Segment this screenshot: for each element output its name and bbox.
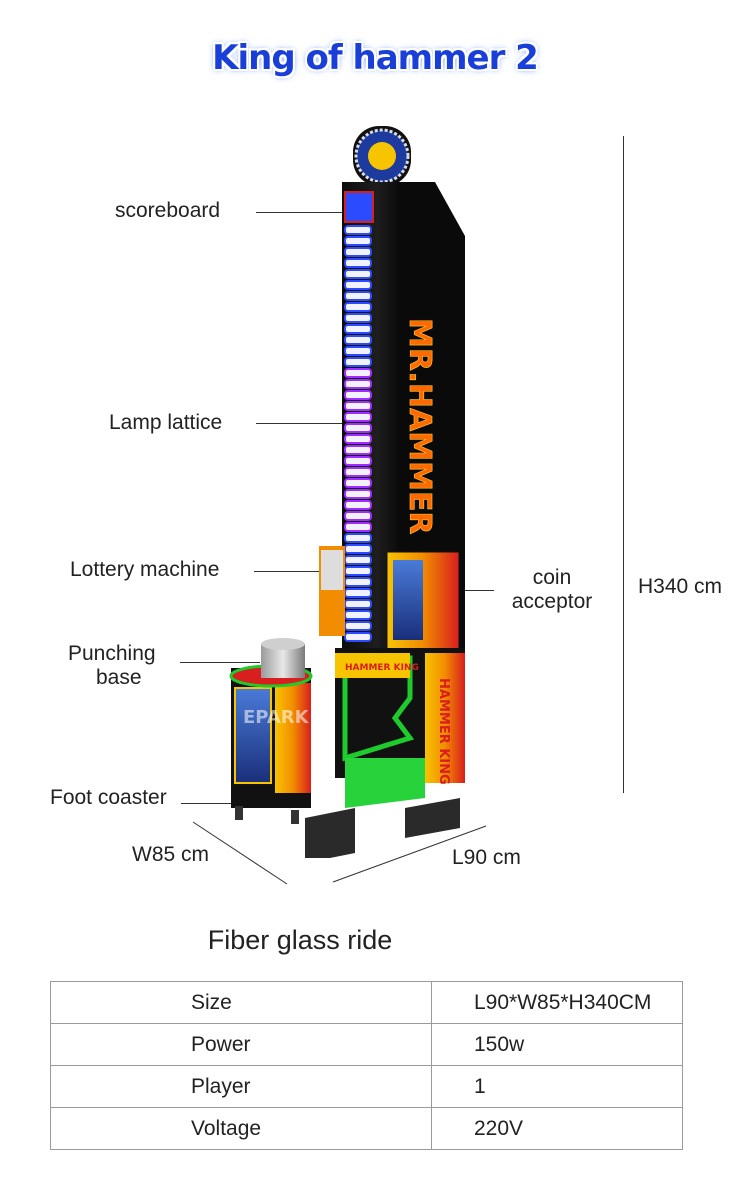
spec-key: Voltage	[50, 1107, 432, 1150]
spec-key: Player	[50, 1065, 432, 1108]
spec-value: L90*W85*H340CM	[431, 981, 683, 1024]
lamp-cell	[344, 621, 372, 631]
length-dimension-line	[332, 825, 487, 883]
label-punching-line2: base	[96, 666, 142, 689]
lamp-cell	[344, 324, 372, 334]
lamp-cell	[344, 555, 372, 565]
lamp-cell	[344, 544, 372, 554]
main-lower-cabinet: HAMMER KING HAMMER KING	[335, 648, 465, 808]
top-badge-icon	[353, 126, 411, 186]
lamp-cell	[344, 379, 372, 389]
lamp-cell	[344, 632, 372, 642]
label-lottery-machine: Lottery machine	[70, 558, 220, 581]
lamp-cell	[344, 489, 372, 499]
lamp-cell	[344, 302, 372, 312]
lamp-cell	[344, 445, 372, 455]
lamp-cell	[344, 588, 372, 598]
lamp-cell	[344, 511, 372, 521]
coin-acceptor-box	[386, 551, 460, 653]
label-punching-base: Punching base	[68, 642, 156, 690]
leader-punching-base	[180, 662, 260, 663]
width-dimension-line	[192, 821, 288, 885]
section-title: Fiber glass ride	[207, 925, 393, 955]
sign-brand-text: HAMMER KING	[345, 663, 419, 673]
page-title: King of hammer 2	[212, 38, 539, 78]
lamp-cell	[344, 566, 372, 576]
label-foot-coaster: Foot coaster	[50, 786, 167, 809]
lamp-cell	[344, 357, 372, 367]
height-dimension-line	[623, 136, 624, 793]
lamp-cell	[344, 456, 372, 466]
lamp-cell	[344, 346, 372, 356]
side-brand-text: HAMMER KING	[436, 678, 451, 785]
spec-value: 1	[431, 1065, 683, 1108]
lamp-cell	[344, 236, 372, 246]
lamp-cell	[344, 258, 372, 268]
lamp-cell	[344, 225, 372, 235]
label-scoreboard: scoreboard	[115, 199, 221, 222]
lamp-cell	[344, 401, 372, 411]
lamp-cell	[344, 269, 372, 279]
lamp-cell	[344, 522, 372, 532]
label-length: L90 cm	[452, 846, 521, 869]
lamp-cell	[344, 335, 372, 345]
spec-key: Power	[50, 1023, 432, 1066]
leader-lamp-lattice	[256, 423, 344, 424]
mr-hammer-text: MR.HAMMER	[402, 318, 437, 535]
lamp-cell	[344, 533, 372, 543]
label-coin-line1: coin	[532, 566, 572, 589]
lamp-cell	[344, 610, 372, 620]
lamp-cell	[344, 368, 372, 378]
spec-key: Size	[50, 981, 432, 1024]
lamp-cell	[344, 434, 372, 444]
label-punching-line1: Punching	[68, 642, 156, 665]
leader-lottery-machine	[254, 571, 344, 572]
lamp-cell	[344, 423, 372, 433]
lamp-cell	[344, 390, 372, 400]
spec-value: 220V	[431, 1107, 683, 1150]
spec-value: 150w	[431, 1023, 683, 1066]
lamp-lattice	[344, 225, 372, 642]
lamp-cell	[344, 478, 372, 488]
label-lamp-lattice: Lamp lattice	[109, 411, 223, 434]
label-coin-acceptor: coin acceptor	[506, 566, 598, 614]
label-height: H340 cm	[638, 575, 723, 598]
lamp-cell	[344, 313, 372, 323]
lottery-machine-box	[319, 546, 345, 636]
lamp-cell	[344, 412, 372, 422]
foot-coaster-icon	[235, 798, 460, 858]
lamp-cell	[344, 467, 372, 477]
lamp-cell	[344, 291, 372, 301]
lamp-cell	[344, 599, 372, 609]
leader-coin-acceptor	[452, 590, 494, 591]
lamp-cell	[344, 577, 372, 587]
watermark-text: EPARK	[243, 707, 310, 728]
lamp-cell	[344, 247, 372, 257]
hammer-machine-illustration: MR.HAMMER HAMMER KING HAMMER KING EPARK	[229, 126, 465, 858]
leader-scoreboard	[256, 212, 344, 213]
label-width: W85 cm	[132, 843, 210, 866]
lamp-cell	[344, 500, 372, 510]
punching-base-cabinet	[229, 638, 313, 808]
lamp-cell	[344, 280, 372, 290]
label-coin-line2: acceptor	[511, 590, 593, 613]
leader-foot-coaster	[181, 803, 231, 804]
